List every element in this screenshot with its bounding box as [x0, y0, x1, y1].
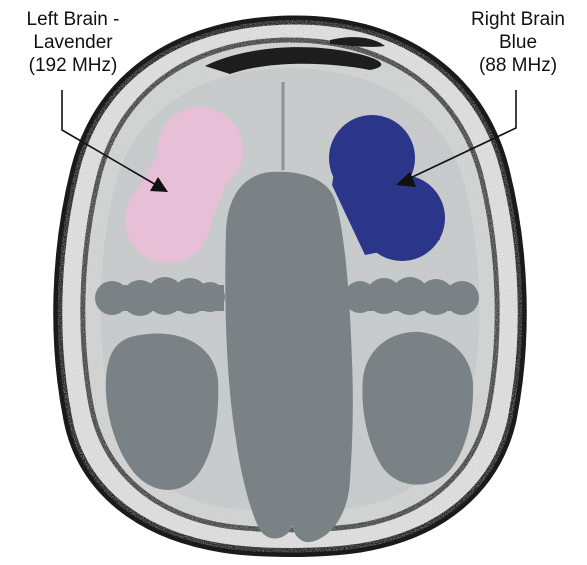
left-brain-label-line1: Left Brain -	[0, 8, 146, 31]
left-brain-label-line3: (192 MHz)	[0, 54, 146, 77]
right-brain-label-line1: Right Brain	[450, 8, 586, 31]
right-brain-label-line2: Blue	[450, 31, 586, 54]
right-brain-label-line3: (88 MHz)	[450, 54, 586, 77]
left-brain-label-line2: Lavender	[0, 31, 146, 54]
left-brain-label: Left Brain - Lavender (192 MHz)	[0, 8, 146, 77]
right-brain-label: Right Brain Blue (88 MHz)	[450, 8, 586, 77]
